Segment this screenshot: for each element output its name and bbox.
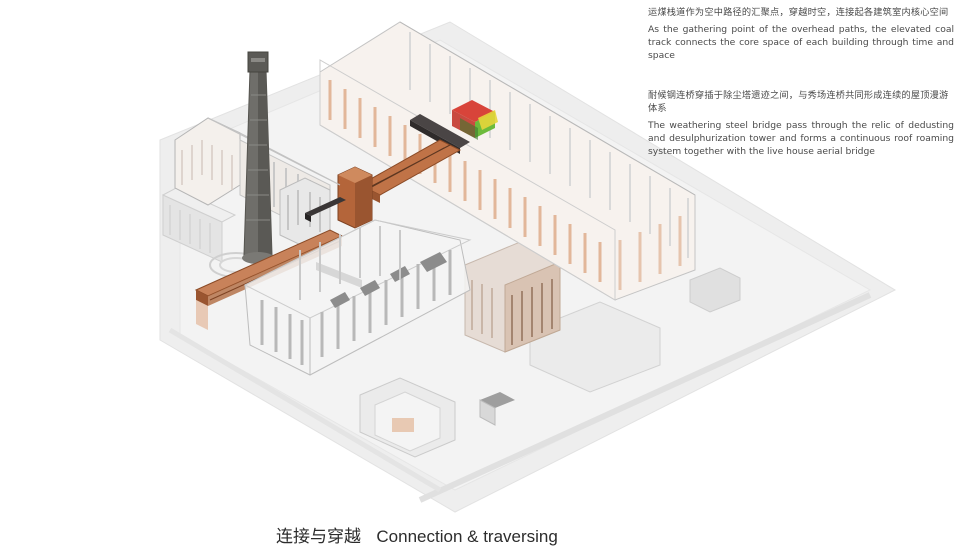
central-block xyxy=(529,267,741,393)
figure-caption: 连接与穿越 Connection & traversing xyxy=(276,522,558,547)
roof-live-house-boxes xyxy=(452,100,498,140)
long-east-building xyxy=(319,21,696,301)
annotation-steel-bridge: 耐候钢连桥穿插于除尘塔遗迹之间，与秀场连桥共同形成连续的屋顶漫游体系 The w… xyxy=(648,89,954,158)
annotation-coal-track-zh: 运煤栈道作为空中路径的汇聚点，穿越时空，连接起各建筑室内核心空间 xyxy=(648,7,949,18)
annotation-coal-track-en: As the gathering point of the overhead p… xyxy=(648,24,954,61)
annotation-coal-track: 运煤栈道作为空中路径的汇聚点，穿越时空，连接起各建筑室内核心空间 As the … xyxy=(648,6,954,62)
west-shed xyxy=(161,187,237,263)
figure-caption-zh: 连接与穿越 xyxy=(276,527,361,547)
figure-caption-en: Connection & traversing xyxy=(376,527,558,546)
brick-wall xyxy=(196,300,208,330)
live-house-building xyxy=(243,219,472,376)
weathering-steel-tower xyxy=(337,166,373,229)
chimney xyxy=(242,51,274,264)
annotation-steel-bridge-zh: 耐候钢连桥穿插于除尘塔遗迹之间，与秀场连桥共同形成连续的屋顶漫游体系 xyxy=(648,90,949,114)
brick-tower-block xyxy=(464,241,561,353)
annotation-steel-bridge-en: The weathering steel bridge pass through… xyxy=(648,120,954,157)
south-building-cluster xyxy=(359,377,515,458)
